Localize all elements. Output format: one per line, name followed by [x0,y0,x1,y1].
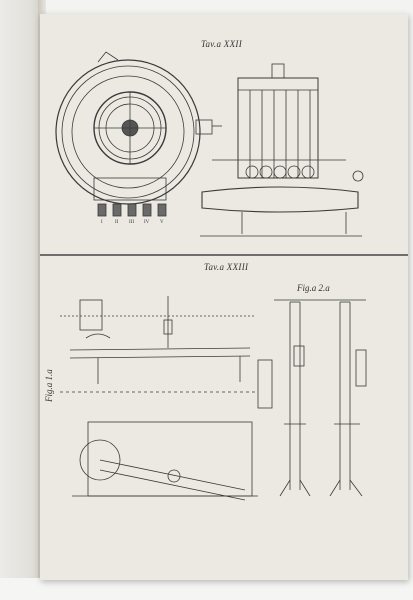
roman-numeral: III [129,220,134,225]
fig1-label: Fig.a 1.a [44,369,54,402]
side-frame-drawing [257,359,273,409]
plate-xxii-title: Tav.a XXII [201,39,242,49]
background-cloth [0,578,413,600]
left-page-edge [0,0,44,600]
roman-numeral: II [115,220,119,225]
roman-numeral: V [160,220,164,225]
roman-numeral: IV [144,220,150,225]
fig2-tower-drawing [274,299,367,497]
counter-apparatus-drawing [200,63,364,237]
fig2-label: Fig.a 2.a [297,283,330,293]
plate-divider-line [40,254,408,256]
plate-xxiii-title: Tav.a XXIII [204,262,249,272]
dial-instrument-drawing [55,51,222,217]
fig1-bench-drawing [60,296,258,501]
roman-numeral: I [101,220,103,225]
